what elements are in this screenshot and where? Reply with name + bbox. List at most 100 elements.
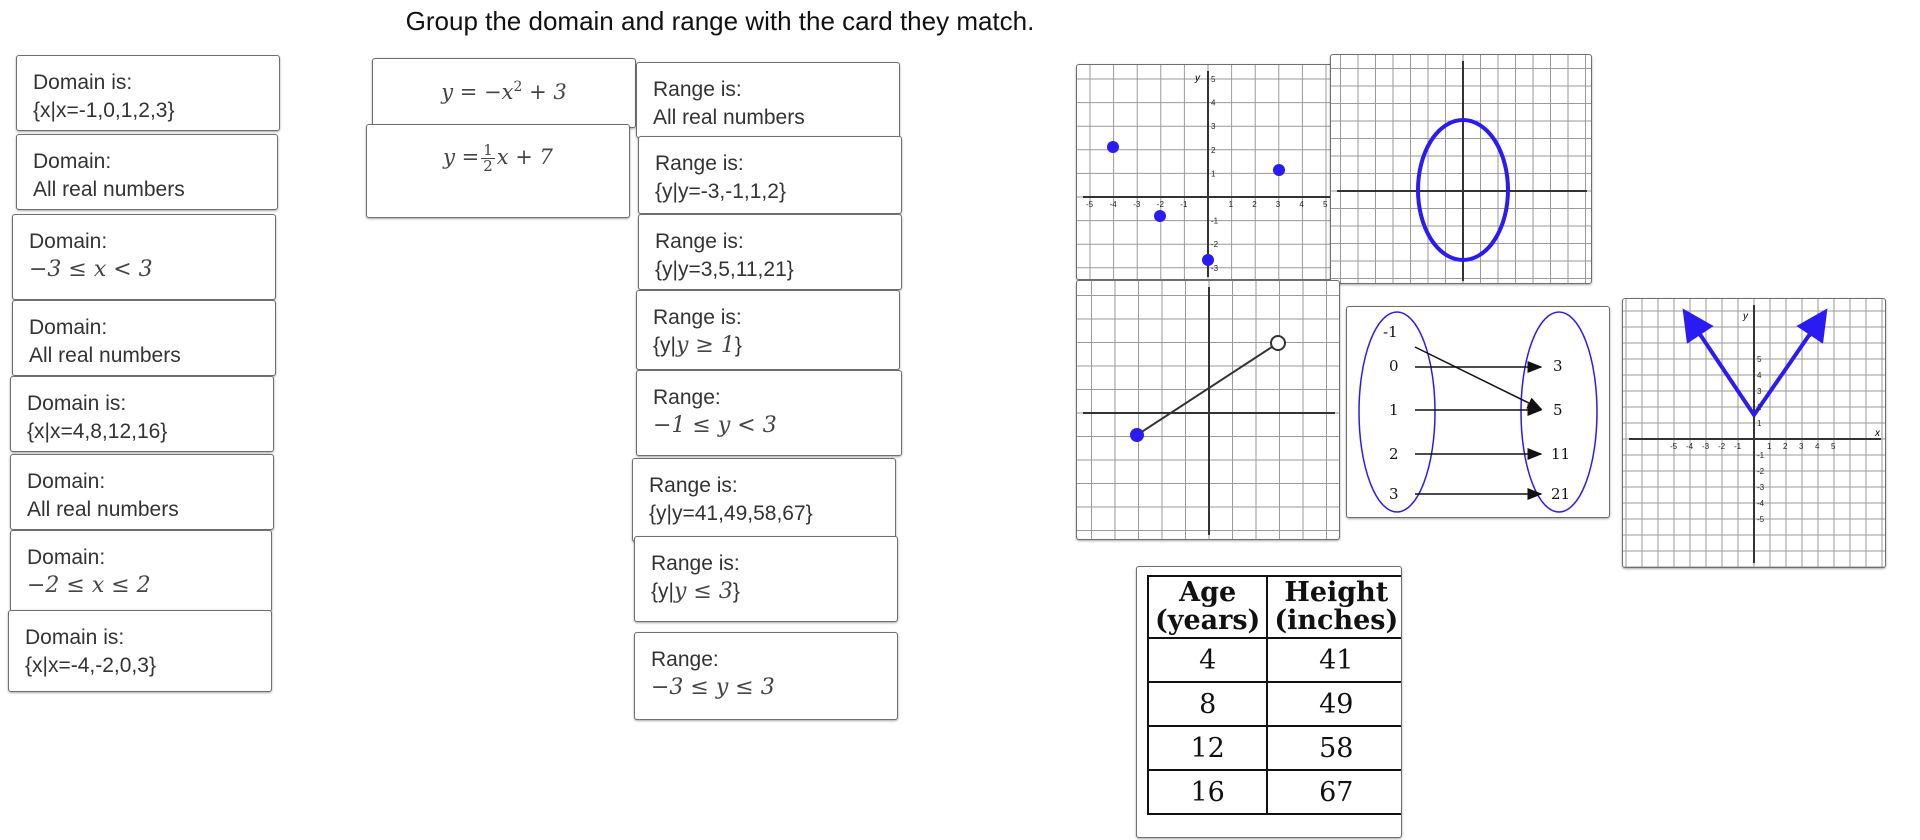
absolute-value-graph: y x 1-11-12-22-23-33-34-44-45-55-5	[1623, 299, 1885, 567]
card-label: Domain is:	[33, 71, 133, 94]
tick-label: -1	[1734, 442, 1742, 451]
set-condition: y ≤ 3	[673, 579, 733, 604]
tick-label: 1	[1767, 442, 1772, 451]
range-card-7[interactable]: Range is: {y|y ≤ 3}	[634, 536, 898, 622]
tick-label: -2	[1757, 467, 1765, 476]
header-text: Height	[1284, 577, 1389, 608]
card-label: Domain:	[27, 546, 106, 569]
range-card-6[interactable]: Range is: {y|y=41,49,58,67}	[632, 458, 896, 542]
tick-label: 4	[1211, 99, 1216, 108]
fraction-numerator: 1	[481, 141, 495, 159]
range-card-2[interactable]: Range is: {y|y=-3,-1,1,2}	[638, 136, 902, 214]
domain-card-3[interactable]: Domain: −3 ≤ x < 3	[12, 214, 276, 300]
table-cell: 8	[1146, 681, 1269, 727]
graph-card-points[interactable]: y x 1-11-12-22-23-33-34-44-45-55-5	[1076, 64, 1344, 280]
equation-rest: + 3	[529, 80, 567, 104]
range-card-3[interactable]: Range is: {y|y=3,5,11,21}	[638, 214, 902, 290]
range-value: 11	[1551, 445, 1570, 463]
range-card-4[interactable]: Range is: {y|y ≥ 1}	[636, 290, 900, 370]
tick-label: -4	[1757, 499, 1765, 508]
card-value: −3 ≤ x < 3	[29, 257, 153, 282]
card-value: {y|y=41,49,58,67}	[649, 502, 813, 525]
card-value: {y|y=-3,-1,1,2}	[655, 180, 786, 203]
tick-label: 4	[1815, 442, 1820, 451]
card-label: Range is:	[655, 230, 744, 253]
tick-label: 3	[1211, 122, 1216, 131]
card-label: Domain is:	[25, 626, 125, 649]
mapping-diagram: -1 0 1 2 3 3 5 11 21	[1358, 311, 1598, 513]
header-text: (inches)	[1274, 605, 1399, 636]
range-card-5[interactable]: Range: −1 ≤ y < 3	[636, 370, 902, 456]
range-card-1[interactable]: Range is: All real numbers	[636, 62, 900, 138]
point	[1154, 210, 1166, 222]
domain-value: -1	[1383, 323, 1398, 341]
tick-label: 2	[1211, 146, 1216, 155]
card-label: Domain:	[33, 150, 112, 173]
tick-label: -2	[1718, 442, 1726, 451]
table-cell: 4	[1146, 637, 1269, 683]
range-oval	[1520, 311, 1598, 513]
equation-rest: x + 7	[496, 145, 553, 169]
card-label: Domain:	[29, 316, 108, 339]
range-card-8[interactable]: Range: −3 ≤ y ≤ 3	[634, 632, 898, 720]
table-cell: 41	[1266, 637, 1401, 683]
header-text: (years)	[1155, 605, 1261, 636]
y-axis-label: y	[1194, 73, 1201, 84]
card-label: Range:	[651, 648, 719, 671]
tick-label: 3	[1757, 387, 1762, 396]
tick-label: 2	[1252, 200, 1257, 209]
open-endpoint	[1270, 335, 1286, 351]
domain-card-7[interactable]: Domain: −2 ≤ x ≤ 2	[10, 530, 272, 612]
card-label: Range is:	[655, 152, 744, 175]
tick-label: 2	[1783, 442, 1788, 451]
domain-card-2[interactable]: Domain: All real numbers	[16, 134, 278, 210]
graph-card-ellipse[interactable]	[1330, 54, 1592, 284]
tick-label: 2	[1757, 403, 1762, 412]
ellipse-graph	[1331, 55, 1591, 283]
domain-value: 2	[1389, 445, 1399, 463]
tick-label: -3	[1757, 483, 1765, 492]
card-label: Range is:	[649, 474, 738, 497]
equation-card-quadratic[interactable]: y = −x2 + 3	[372, 58, 636, 128]
domain-card-1[interactable]: Domain is: {x|x=-1,0,1,2,3}	[16, 55, 280, 131]
card-value: {y|y ≥ 1}	[653, 332, 885, 360]
domain-card-8[interactable]: Domain is: {x|x=-4,-2,0,3}	[8, 610, 272, 692]
tick-label: -3	[1702, 442, 1710, 451]
domain-card-4[interactable]: Domain: All real numbers	[12, 300, 276, 376]
tick-label: -3	[1211, 264, 1219, 273]
grid	[1077, 65, 1343, 279]
equation-lhs: y =	[443, 145, 480, 169]
tick-label: 1	[1229, 200, 1234, 209]
card-label: Domain:	[29, 230, 108, 253]
tick-label: -3	[1133, 200, 1141, 209]
domain-value: 1	[1389, 401, 1399, 419]
graph-card-segment[interactable]	[1076, 280, 1340, 540]
equation-exponent: 2	[513, 79, 523, 95]
arrow-left	[1682, 308, 1714, 344]
card-label: Domain:	[27, 470, 106, 493]
mapping-diagram-card[interactable]: -1 0 1 2 3 3 5 11 21	[1346, 306, 1610, 518]
domain-oval	[1358, 311, 1436, 513]
set-close: }	[732, 580, 740, 603]
mapping-arrow	[1414, 346, 1543, 410]
table-header-row: Age(years) Height(inches)	[1146, 575, 1401, 639]
card-value: {x|x=-4,-2,0,3}	[25, 654, 156, 677]
tick-label: -4	[1110, 200, 1118, 209]
point	[1202, 254, 1214, 266]
v-shape-line	[1685, 313, 1825, 419]
tick-label: -4	[1686, 442, 1694, 451]
segment-line	[1136, 342, 1279, 436]
tick-label: -2	[1157, 200, 1165, 209]
tick-label: -5	[1086, 200, 1094, 209]
card-label: Range is:	[653, 78, 742, 101]
domain-card-6[interactable]: Domain: All real numbers	[10, 454, 274, 530]
tick-label: -1	[1757, 451, 1765, 460]
domain-card-5[interactable]: Domain is: {x|x=4,8,12,16}	[10, 376, 274, 452]
